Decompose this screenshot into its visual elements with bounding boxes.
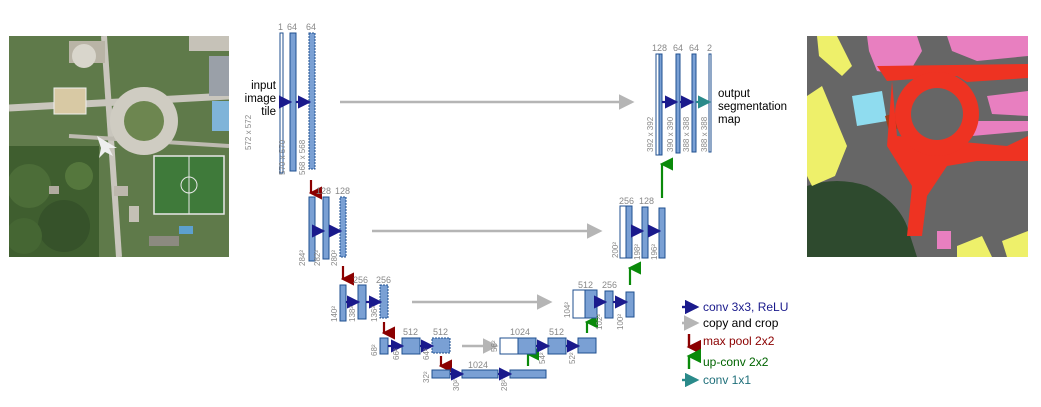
legend-label: max pool 2x2 [703, 334, 775, 348]
input-aerial-image [9, 36, 229, 257]
channel-label: 256 [602, 280, 618, 290]
size-label: 52² [568, 352, 577, 364]
size-label: 572 x 572 [244, 114, 253, 150]
feature-map-block [357, 284, 367, 320]
size-label: 102² [595, 313, 604, 330]
channel-label: 64 [689, 43, 700, 53]
feature-map-block [379, 284, 389, 319]
legend-item-conv: conv 3x3, ReLU [699, 299, 788, 315]
legend-label: conv 3x3, ReLU [703, 300, 789, 314]
feature-map-block [339, 284, 347, 322]
legend-item-copy: copy and crop [699, 315, 778, 331]
channel-label: 1024 [468, 360, 489, 370]
feature-map-block [517, 337, 537, 355]
size-label: 140² [330, 305, 339, 322]
channel-label: 1 [278, 22, 284, 32]
channel-label: 64 [306, 22, 317, 32]
feature-map-block [401, 337, 421, 355]
channel-label: 512 [403, 327, 419, 337]
legend-item-maxpool: max pool 2x2 [699, 333, 774, 349]
feature-map-block [379, 337, 389, 355]
size-label: 392 x 392 [646, 116, 655, 152]
feature-map-block [675, 53, 681, 154]
size-label: 198² [633, 243, 642, 260]
size-label: 138² [348, 305, 357, 322]
feature-map-block [339, 196, 347, 258]
legend-label: conv 1x1 [703, 373, 752, 387]
channel-label: 256 [376, 275, 392, 285]
size-label: 282² [313, 249, 322, 266]
channel-label: 512 [549, 327, 565, 337]
feature-map-block [461, 369, 499, 379]
feature-map-block [641, 206, 649, 259]
channel-label: 512 [433, 327, 449, 337]
feature-map-block [308, 32, 316, 170]
channel-label: 256 [619, 196, 635, 206]
legend-item-conv1x1: conv 1x1 [699, 372, 751, 388]
size-label: 32² [422, 371, 431, 383]
size-label: 200² [611, 241, 620, 258]
channel-label: 128 [652, 43, 668, 53]
feature-map-block [322, 196, 330, 260]
feature-map-block [625, 205, 633, 259]
legend-label: up-conv 2x2 [703, 355, 769, 369]
feature-map-block [431, 369, 451, 379]
legend-label: copy and crop [703, 316, 779, 330]
size-label: 196² [650, 243, 659, 260]
feature-map-block [604, 290, 614, 319]
size-label: 28² [500, 379, 509, 391]
output-label: output segmentation map [718, 88, 788, 126]
input-label: input image tile [244, 80, 276, 118]
feature-map-block [619, 205, 627, 259]
size-label: 30² [452, 379, 461, 391]
channel-label: 2 [707, 43, 713, 53]
feature-map-block [499, 337, 519, 355]
feature-map-block [289, 32, 297, 172]
size-label: 570 x 570 [278, 139, 287, 175]
feature-map-block [577, 337, 597, 354]
channel-label: 128 [316, 186, 332, 196]
feature-map-block [691, 53, 697, 153]
feature-map-block [431, 337, 451, 354]
channel-label: 256 [353, 275, 369, 285]
size-label: 54² [538, 352, 547, 364]
size-label: 280² [330, 249, 339, 266]
legend-item-upconv: up-conv 2x2 [699, 354, 768, 370]
size-label: 388 x 388 [700, 116, 709, 152]
channel-label: 64 [673, 43, 684, 53]
size-label: 64² [422, 348, 431, 360]
size-label: 388 x 388 [682, 116, 691, 152]
channel-label: 128 [335, 186, 351, 196]
size-label: 284² [298, 249, 307, 266]
size-label: 66² [392, 348, 401, 360]
size-label: 68² [370, 344, 379, 356]
output-segmentation-image [807, 36, 1028, 257]
channel-label: 64 [287, 22, 298, 32]
channel-label: 512 [578, 280, 594, 290]
feature-map-block [658, 207, 666, 259]
feature-map-block [658, 53, 663, 156]
size-label: 100² [616, 313, 625, 330]
size-label: 56² [490, 340, 499, 352]
channel-label: 1024 [510, 327, 531, 337]
feature-map-block [625, 291, 635, 318]
size-label: 136² [370, 305, 379, 322]
size-label: 568 x 568 [298, 139, 307, 175]
feature-map-block [509, 369, 547, 379]
feature-map-block [547, 337, 567, 355]
feature-map-block [708, 53, 712, 153]
feature-map-block [572, 289, 586, 319]
channel-label: 128 [639, 196, 655, 206]
size-label: 390 x 390 [666, 116, 675, 152]
size-label: 104² [563, 301, 572, 318]
